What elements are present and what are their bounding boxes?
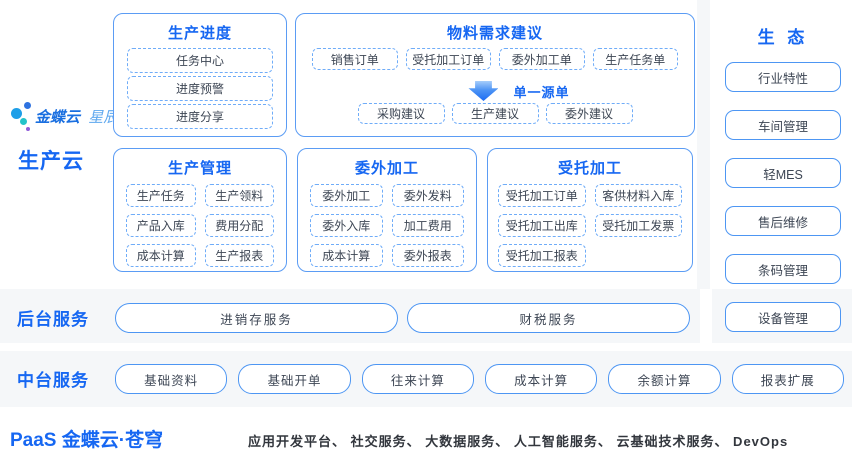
material-demand-box: 物料需求建议 销售订单 受托加工订单 委外加工单 生产任务单 单一源单 采购建议… — [295, 13, 695, 137]
service-transaction-calc: 往来计算 — [361, 364, 474, 394]
outsourcing-items: 委外加工 委外发料 委外入库 加工费用 成本计算 委外报表 — [310, 184, 464, 267]
single-source-row: 单一源单 — [296, 81, 694, 101]
chip-cost-calculation: 成本计算 — [126, 244, 196, 267]
midplatform-label: 中台服务 — [17, 371, 89, 390]
progress-items: 任务中心 进度预警 进度分享 — [127, 48, 273, 129]
chip-purchase-suggestion: 采购建议 — [357, 103, 445, 124]
chip-outsourcing-issue: 委外发料 — [391, 184, 464, 207]
chip-consigned-outbound: 受托加工出库 — [498, 214, 586, 237]
logo-dot-cyan — [11, 108, 22, 119]
eco-barcode-management: 条码管理 — [725, 254, 841, 284]
ecosystem-column: 生 态 行业特性 车间管理 轻MES 售后维修 条码管理 设备管理 — [725, 0, 841, 332]
box-title: 生产进度 — [167, 25, 232, 42]
production-progress-box: 生产进度 任务中心 进度预警 进度分享 — [113, 13, 287, 137]
ecosystem-title: 生 态 — [757, 28, 809, 47]
consigned-processing-box: 受托加工 受托加工订单 客供材料入库 受托加工出库 受托加工发票 受托加工报表 — [487, 148, 693, 272]
chip-outsourcing-process: 委外加工 — [310, 184, 383, 207]
single-source-label: 单一源单 — [513, 84, 570, 100]
service-inventory: 进销存服务 — [115, 303, 398, 333]
chip-production-picking: 生产领料 — [204, 184, 274, 207]
ecosystem-list: 行业特性 车间管理 轻MES 售后维修 条码管理 设备管理 — [725, 62, 841, 332]
logo-dot-blue — [24, 102, 31, 109]
chip-progress-share: 进度分享 — [127, 104, 273, 129]
chip-outsourcing-suggestion: 委外建议 — [545, 103, 633, 124]
chip-cost-calculation: 成本计算 — [310, 244, 383, 267]
arrow-down-icon — [468, 81, 499, 101]
service-balance-calc: 余额计算 — [608, 364, 721, 394]
box-title: 生产管理 — [167, 160, 232, 177]
logo-text-secondary: 星辰 — [88, 109, 119, 126]
chip-product-inbound: 产品入库 — [126, 214, 196, 237]
kingdee-logo-icon — [9, 99, 35, 135]
chip-sales-order: 销售订单 — [312, 48, 398, 70]
eco-after-sales-repair: 售后维修 — [725, 206, 841, 236]
box-title: 委外加工 — [354, 160, 419, 177]
chip-production-task: 生产任务 — [126, 184, 196, 207]
chip-progress-alert: 进度预警 — [127, 76, 273, 101]
chip-consigned-order: 受托加工订单 — [498, 184, 586, 207]
chip-task-center: 任务中心 — [127, 48, 273, 73]
chip-outsourcing-order: 委外加工单 — [499, 48, 585, 70]
suggestion-row: 采购建议 生产建议 委外建议 — [296, 103, 694, 124]
service-report-extension: 报表扩展 — [731, 364, 844, 394]
chip-customer-material-inbound: 客供材料入库 — [594, 184, 682, 207]
paas-label: PaaS 金蝶云·苍穹 — [10, 430, 164, 451]
service-cost-calc: 成本计算 — [484, 364, 598, 394]
eco-light-mes: 轻MES — [725, 158, 841, 188]
consigned-items: 受托加工订单 客供材料入库 受托加工出库 受托加工发票 受托加工报表 — [498, 184, 682, 267]
production-cloud-label: 生产云 — [18, 150, 84, 173]
column-divider — [697, 0, 710, 289]
box-title: 受托加工 — [557, 160, 622, 177]
service-base-billing: 基础开单 — [238, 364, 351, 394]
service-finance-tax: 财税服务 — [407, 303, 690, 333]
backoffice-label: 后台服务 — [17, 310, 89, 329]
chip-consigned-order: 受托加工订单 — [405, 48, 491, 70]
chip-processing-fee: 加工费用 — [391, 214, 464, 237]
chip-consigned-report: 受托加工报表 — [498, 244, 586, 267]
kingdee-logo: 金蝶云 星辰 — [9, 99, 159, 135]
chip-consigned-invoice: 受托加工发票 — [594, 214, 682, 237]
chip-production-task-order: 生产任务单 — [592, 48, 678, 70]
logo-text-primary: 金蝶云 — [35, 109, 81, 126]
logo-dot-purple — [26, 127, 30, 131]
outsourcing-box: 委外加工 委外加工 委外发料 委外入库 加工费用 成本计算 委外报表 — [297, 148, 477, 272]
box-title: 物料需求建议 — [446, 25, 543, 42]
chip-outsourcing-report: 委外报表 — [391, 244, 464, 267]
eco-industry-features: 行业特性 — [725, 62, 841, 92]
production-management-box: 生产管理 生产任务 生产领料 产品入库 费用分配 成本计算 生产报表 — [113, 148, 287, 272]
service-base-data: 基础资料 — [115, 364, 228, 394]
eco-equipment-management: 设备管理 — [725, 302, 841, 332]
logo-text: 金蝶云 星辰 — [35, 106, 118, 127]
production-items: 生产任务 生产领料 产品入库 费用分配 成本计算 生产报表 — [126, 184, 274, 267]
material-source-row: 销售订单 受托加工订单 委外加工单 生产任务单 — [312, 48, 678, 70]
midplatform-services: 基础资料 基础开单 往来计算 成本计算 余额计算 报表扩展 — [115, 364, 844, 394]
eco-workshop-management: 车间管理 — [725, 110, 841, 140]
chip-expense-allocation: 费用分配 — [204, 214, 274, 237]
chip-production-report: 生产报表 — [204, 244, 274, 267]
logo-dot-teal — [20, 118, 27, 125]
paas-services-text: 应用开发平台、 社交服务、 大数据服务、 人工智能服务、 云基础技术服务、 De… — [248, 434, 789, 449]
chip-outsourcing-inbound: 委外入库 — [310, 214, 383, 237]
chip-production-suggestion: 生产建议 — [451, 103, 539, 124]
